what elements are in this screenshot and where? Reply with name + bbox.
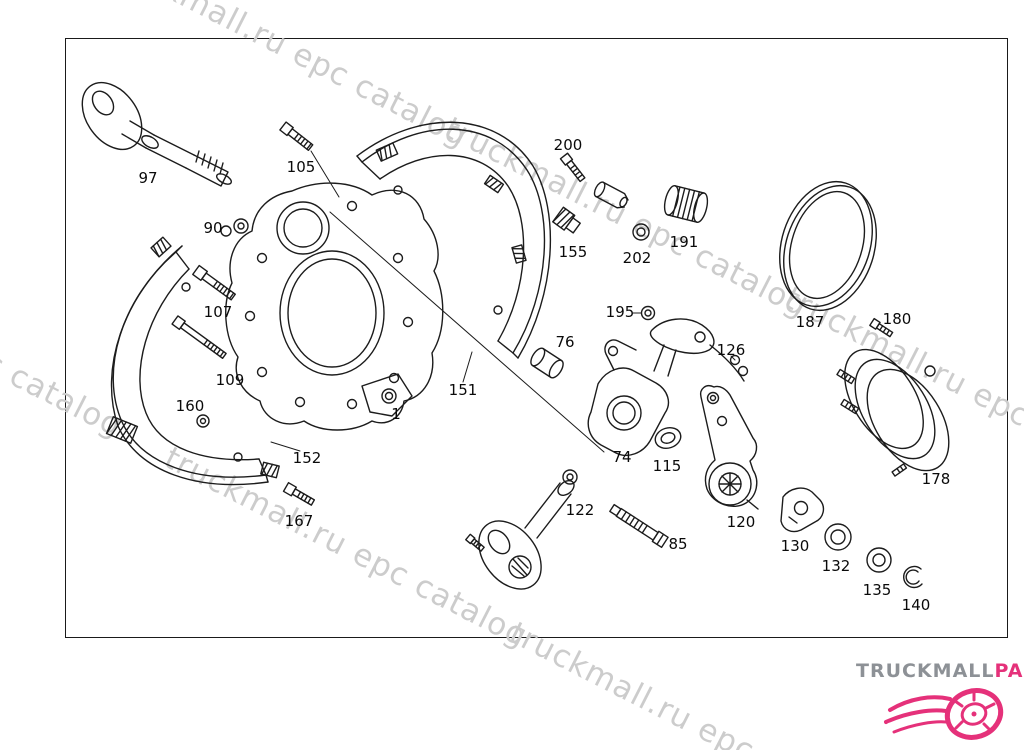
brand-logo: TRUCKMALLPARTS	[856, 660, 1024, 740]
leader-line-105	[310, 150, 340, 198]
part-202-washer	[632, 223, 650, 241]
brand-wheel-icon	[884, 688, 1004, 740]
leader-line-151	[462, 351, 473, 383]
part-107-bolt	[192, 264, 236, 301]
part-105-bolt	[279, 121, 314, 152]
brand-name-gray: TRUCKMALL	[856, 660, 995, 682]
leader-line-152	[270, 441, 301, 452]
part-167-bolt	[282, 481, 316, 506]
part-180-screw	[869, 317, 894, 338]
part-178-brake-chamber	[836, 348, 950, 477]
part-126-rings	[729, 354, 749, 377]
brand-name-pink: PARTS	[994, 660, 1024, 682]
diagram-border	[65, 38, 1008, 638]
brake-lever	[649, 318, 745, 382]
part-1-backing-plate	[225, 182, 444, 431]
anchor-pin	[593, 181, 629, 209]
part-151-brake-shoe	[356, 121, 552, 359]
part-160-nut	[196, 414, 210, 428]
part-115-ring	[654, 426, 682, 450]
part-135-washer	[866, 547, 892, 573]
part-90-nut	[220, 218, 249, 237]
part-120-slack-adjuster	[699, 385, 759, 510]
part-130-bracket	[780, 487, 825, 533]
part-122-camshaft	[465, 469, 578, 590]
leader-line-126	[730, 355, 736, 361]
assembly-axis-line	[329, 211, 605, 453]
part-195-nut	[640, 305, 656, 321]
part-155-clip	[552, 206, 581, 234]
part-191-bushing	[663, 185, 709, 223]
part-97-camshaft	[81, 81, 233, 187]
part-74-bracket	[587, 339, 670, 457]
part-76-roller	[530, 347, 564, 379]
part-140-snap-ring	[903, 565, 923, 589]
brand-logo-text: TRUCKMALLPARTS	[856, 660, 1024, 682]
part-109-stud	[171, 315, 227, 359]
part-187-seal-ring	[779, 180, 877, 312]
part-152-brake-shoe	[105, 236, 280, 486]
part-85-bolt	[609, 503, 669, 549]
part-132-washer	[824, 523, 852, 551]
part-200-bolt	[559, 152, 586, 183]
